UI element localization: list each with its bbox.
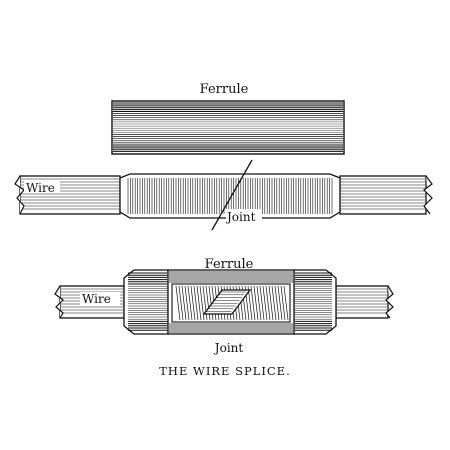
joint-middle-label: Joint <box>225 210 256 224</box>
sleeved-joint-figure: Ferrule <box>54 257 394 355</box>
wire-right-bottom <box>335 285 394 319</box>
joint-bottom-label: Joint <box>213 341 244 355</box>
figure-caption: THE WIRE SPLICE. <box>159 364 290 378</box>
wire-bottom-label: Wire <box>82 292 111 306</box>
twisted-coil-middle <box>119 173 341 219</box>
ferrule-top-shading <box>113 102 343 152</box>
wire-middle-label: Wire <box>26 181 55 195</box>
ferrule-center-sleeve <box>167 269 295 335</box>
ferrule-left-collar <box>123 269 169 335</box>
ferrule-right-collar <box>293 269 337 335</box>
twisted-wire-figure: Wire Joint <box>14 159 433 231</box>
wire-right-middle <box>339 175 433 215</box>
ferrule-top-label: Ferrule <box>200 82 249 97</box>
joint-pointer-middle <box>211 159 253 231</box>
ferrule-bottom-label: Ferrule <box>205 257 254 272</box>
ferrule-top-figure: Ferrule <box>111 82 345 155</box>
